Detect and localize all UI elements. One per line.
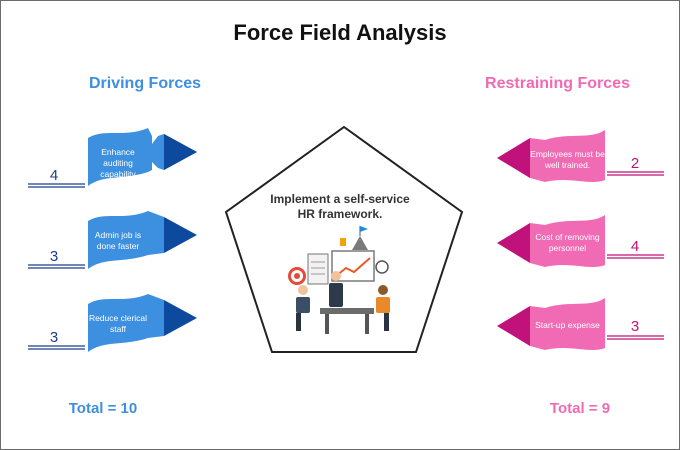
restraining-force-label-2: Cost of removing personnel	[535, 232, 600, 253]
driving-forces-heading: Driving Forces	[88, 75, 202, 92]
driving-arrow-3	[88, 294, 197, 352]
restraining-force-label-1: Employees must be well trained.	[530, 149, 605, 170]
restraining-force-label-3: Start-up expense	[535, 320, 600, 330]
driving-force-label-2: Admin job is done faster	[94, 230, 142, 251]
driving-force-score-3: 3	[49, 329, 59, 346]
page-title: Force Field Analysis	[233, 20, 447, 45]
driving-score-lines	[28, 183, 85, 350]
driving-force-label-3: Reduce clerical staff	[88, 313, 148, 334]
restraining-arrow-3	[497, 298, 605, 350]
driving-total: Total = 10	[68, 400, 138, 417]
driving-force-score-1: 4	[49, 167, 59, 184]
restraining-score-lines	[607, 171, 664, 340]
restraining-force-score-1: 2	[630, 155, 640, 172]
driving-force-score-2: 3	[49, 248, 59, 265]
restraining-arrow-2	[497, 215, 605, 267]
driving-arrow-2	[88, 211, 197, 269]
restraining-total: Total = 9	[549, 400, 611, 417]
restraining-force-score-2: 4	[630, 238, 640, 255]
restraining-force-score-3: 3	[630, 318, 640, 335]
goal-text: Implement a self-service HR framework.	[270, 192, 410, 221]
team-meeting-illustration	[288, 226, 390, 334]
driving-arrow-1	[88, 128, 197, 186]
restraining-arrow-1	[497, 130, 605, 182]
driving-force-label-1: Enhance auditing capability	[100, 147, 136, 179]
restraining-forces-heading: Restraining Forces	[485, 75, 630, 92]
